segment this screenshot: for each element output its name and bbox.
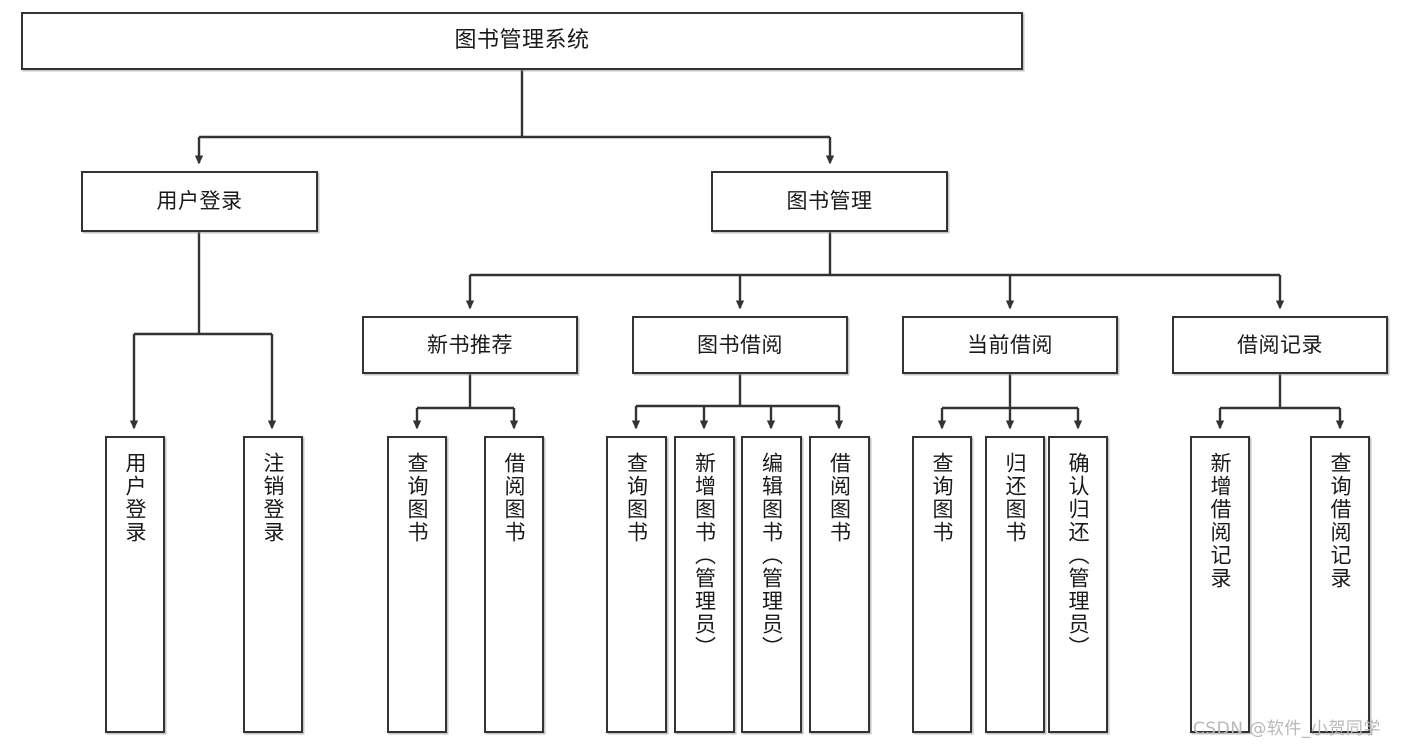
- node-book-borrow[interactable]: 图书借阅: [632, 316, 848, 374]
- leaf-logout-label: 注销登录: [261, 452, 286, 544]
- leaf-borrow-book-label: 借阅图书: [827, 452, 852, 544]
- node-new-book-recommend[interactable]: 新书推荐: [362, 316, 578, 374]
- leaf-borrow-book-recommend[interactable]: 借阅图书: [484, 436, 544, 733]
- node-book-management-label: 图书管理: [786, 189, 873, 214]
- node-current-borrow[interactable]: 当前借阅: [902, 316, 1118, 374]
- leaf-user-login[interactable]: 用户登录: [105, 436, 165, 733]
- leaf-return-book[interactable]: 归还图书: [985, 436, 1045, 733]
- leaf-add-borrow-record[interactable]: 新增借阅记录: [1190, 436, 1250, 733]
- node-user-login[interactable]: 用户登录: [81, 171, 318, 232]
- node-user-login-label: 用户登录: [156, 189, 243, 214]
- node-root-label: 图书管理系统: [454, 28, 590, 54]
- leaf-user-login-label: 用户登录: [123, 452, 148, 544]
- node-borrow-record-label: 借阅记录: [1237, 332, 1323, 357]
- leaf-query-borrow-record[interactable]: 查询借阅记录: [1310, 436, 1370, 733]
- leaf-borrow-book[interactable]: 借阅图书: [809, 436, 870, 733]
- leaf-confirm-return-admin-label: 确认归还（管理员）: [1066, 452, 1091, 659]
- leaf-logout[interactable]: 注销登录: [243, 436, 303, 733]
- leaf-return-book-label: 归还图书: [1003, 452, 1028, 544]
- leaf-borrow-book-recommend-label: 借阅图书: [502, 452, 527, 544]
- leaf-query-book-current-label: 查询图书: [930, 452, 955, 544]
- leaf-add-book-admin-label: 新增图书（管理员）: [692, 452, 717, 659]
- node-book-management[interactable]: 图书管理: [711, 171, 948, 232]
- leaf-query-book-recommend-label: 查询图书: [405, 452, 430, 544]
- node-borrow-record[interactable]: 借阅记录: [1172, 316, 1388, 374]
- leaf-query-book-borrow[interactable]: 查询图书: [606, 436, 667, 733]
- node-current-borrow-label: 当前借阅: [967, 332, 1053, 357]
- node-new-book-recommend-label: 新书推荐: [427, 332, 513, 357]
- leaf-query-book-borrow-label: 查询图书: [624, 452, 649, 544]
- leaf-add-book-admin[interactable]: 新增图书（管理员）: [674, 436, 735, 733]
- leaf-edit-book-admin-label: 编辑图书（管理员）: [759, 452, 784, 659]
- leaf-edit-book-admin[interactable]: 编辑图书（管理员）: [741, 436, 802, 733]
- leaf-confirm-return-admin[interactable]: 确认归还（管理员）: [1048, 436, 1108, 733]
- node-book-borrow-label: 图书借阅: [697, 332, 783, 357]
- watermark-text: CSDN @软件_小贺同学: [1193, 719, 1381, 739]
- leaf-query-book-recommend[interactable]: 查询图书: [387, 436, 447, 733]
- leaf-add-borrow-record-label: 新增借阅记录: [1208, 452, 1233, 590]
- leaf-query-borrow-record-label: 查询借阅记录: [1328, 452, 1353, 590]
- node-root[interactable]: 图书管理系统: [21, 12, 1023, 70]
- leaf-query-book-current[interactable]: 查询图书: [912, 436, 972, 733]
